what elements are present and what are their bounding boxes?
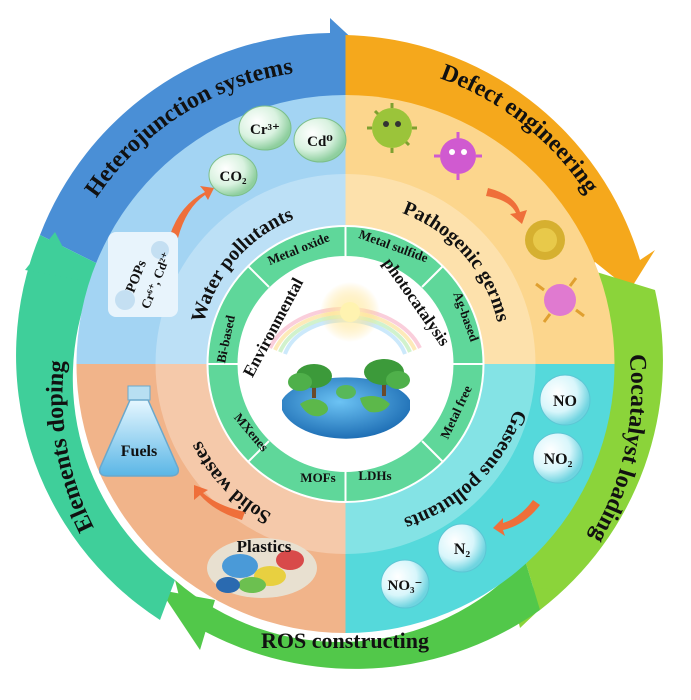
material-mofs: MOFs (300, 470, 335, 485)
flask-icon (98, 385, 180, 477)
svg-text:CO₂: CO₂ (220, 169, 248, 185)
center-disk: Environmental photocatalysis (237, 254, 454, 472)
bubble-cr (238, 105, 292, 151)
outer-segment-heterojunction (40, 18, 358, 265)
svg-text:NO₂: NO₂ (544, 451, 573, 468)
pathogen-decorations (367, 103, 585, 323)
svg-text:NO: NO (553, 393, 577, 410)
bubble-no2 (532, 432, 584, 484)
arrow-icon (486, 188, 527, 224)
fuels-label: Fuels (121, 443, 157, 460)
plastics-label: Plastics (237, 537, 292, 556)
material-ldhs: LDHs (358, 468, 391, 483)
outer-segment-doping (16, 235, 176, 620)
gas-decorations: NO NO₂ N₂ NO₃⁻ (380, 374, 591, 609)
water-decorations: Cr³⁺ Cd⁰ CO₂ POPs Cr⁶⁺, Cd²⁺ (108, 105, 347, 317)
bubble-no3 (380, 559, 430, 609)
bubble-co2 (208, 153, 258, 197)
svg-text:NO₃⁻: NO₃⁻ (388, 578, 423, 594)
virus-green-icon (367, 103, 417, 153)
solid-decorations: Fuels Plastics (98, 385, 317, 598)
outer-segment-defect (345, 35, 655, 290)
outer-segment-ros (175, 560, 540, 669)
bubble-no (539, 374, 591, 426)
bubble-n2 (437, 523, 487, 573)
virus-damaged-icon (525, 220, 565, 260)
arrow-icon (194, 485, 245, 520)
svg-text:N₂: N₂ (454, 541, 471, 558)
bubble-cd (293, 117, 347, 163)
arrow-icon (493, 500, 540, 536)
trees-icon (288, 359, 410, 399)
svg-text:Cr³⁺: Cr³⁺ (250, 122, 280, 138)
svg-text:Cd⁰: Cd⁰ (307, 134, 333, 150)
virus-damaged-pink-icon (535, 277, 585, 323)
plastics-image (207, 538, 317, 598)
arrow-icon (170, 186, 214, 238)
virus-pink-icon (434, 132, 482, 180)
